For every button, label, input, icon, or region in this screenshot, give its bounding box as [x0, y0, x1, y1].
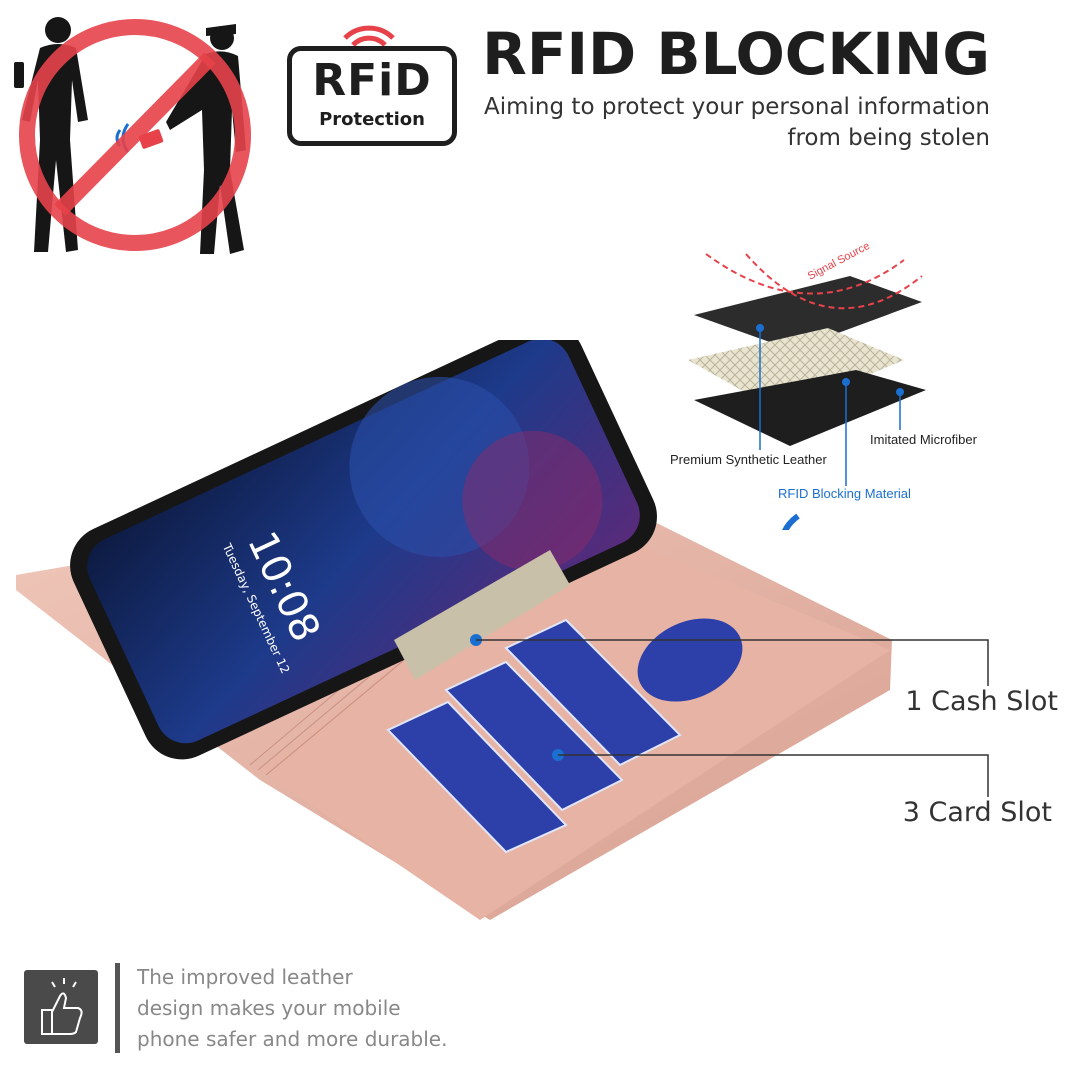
microfiber-label: Imitated Microfiber: [870, 432, 977, 447]
signal-arrows-icon: [705, 253, 923, 310]
pointer-dot: [896, 388, 904, 396]
pointer-lines: [759, 328, 901, 486]
page-title: RFID BLOCKING: [482, 20, 990, 88]
footer-line: phone safer and more durable.: [137, 1027, 448, 1051]
material-layers-diagram: Signal Source: [688, 240, 926, 530]
rfid-material-label: RFID Blocking Material: [778, 486, 911, 501]
cash-bill: [394, 550, 570, 680]
phone: 10:08 Tuesday, September 12: [70, 340, 657, 760]
footer-description: The improved leather design makes your m…: [137, 962, 537, 1055]
signal-label: Signal Source: [806, 240, 872, 283]
rfid-protection-logo: RFiD Protection: [285, 20, 457, 146]
card-slot-label: 3 Card Slot: [902, 797, 1052, 828]
page-subtitle: Aiming to protect your personal informat…: [484, 94, 990, 151]
layer-microfiber: [694, 370, 926, 446]
footer-divider: [115, 963, 120, 1053]
logo-subtitle: Protection: [319, 109, 425, 130]
layer-rfid-mesh: [688, 328, 904, 412]
wallet-case-illustration: 10:08 Tuesday, September 12: [16, 340, 892, 920]
footer-line: The improved leather: [137, 965, 353, 989]
cash-slot-pointer: [470, 634, 482, 646]
no-theft-illustration: [14, 17, 251, 254]
pointer-dot: [756, 324, 764, 332]
logo-frame: RFiD Protection: [287, 46, 457, 146]
layer-premium-leather: [694, 276, 922, 350]
logo-word: RFiD: [312, 55, 432, 106]
curved-arrow-icon: [782, 513, 800, 530]
premium-leather-label: Premium Synthetic Leather: [670, 452, 827, 467]
prohibition-icon: [19, 19, 251, 251]
pointer-dot: [842, 378, 850, 386]
card-slot-pointer: [552, 749, 564, 761]
footer-line: design makes your mobile: [137, 996, 401, 1020]
thumbs-up-icon: [24, 970, 98, 1044]
cash-slot-label: 1 Cash Slot: [905, 686, 1058, 717]
